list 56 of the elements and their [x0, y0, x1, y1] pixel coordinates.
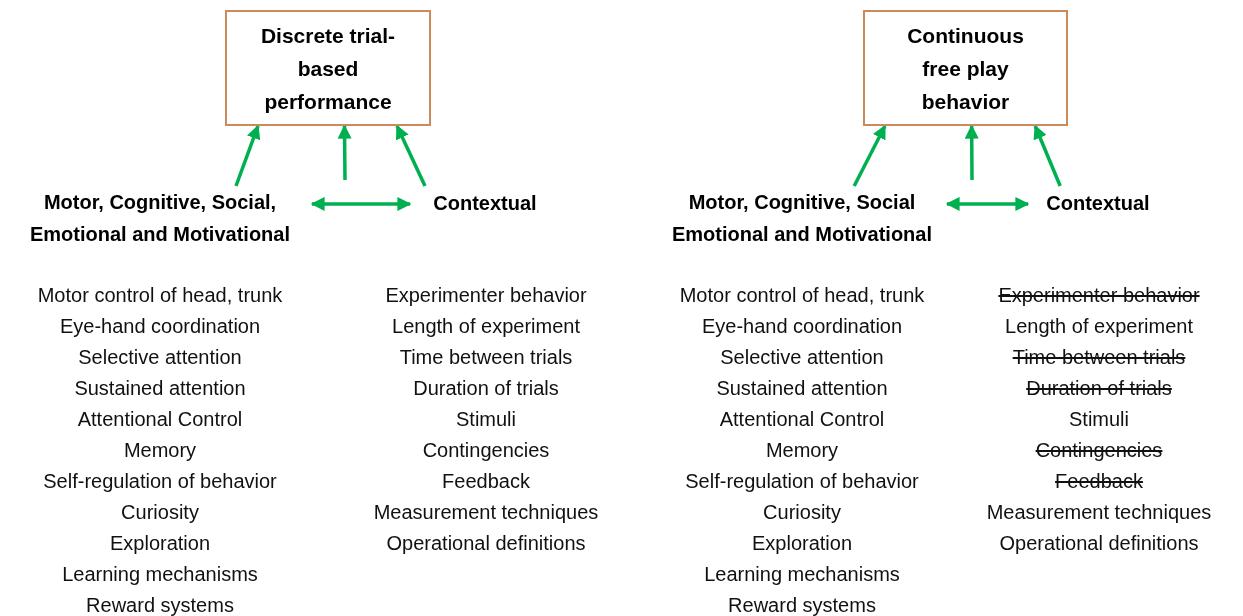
list-item: Experimenter behavior [385, 283, 587, 308]
double-arrow [310, 196, 412, 211]
list-item: Attentional Control [77, 407, 243, 432]
list-item: Exploration [751, 531, 853, 556]
list-item: Exploration [109, 531, 211, 556]
list-item: Length of experiment [1005, 314, 1193, 339]
factor-heading: Motor, Cognitive, Social, Emotional and Motivational [29, 190, 291, 247]
list-item: Memory [123, 438, 197, 463]
arrow [337, 124, 352, 180]
struck-out-item: Duration of trials [1026, 376, 1172, 401]
arrow [395, 124, 427, 187]
list-item: Length of experiment [392, 314, 580, 339]
list-item: Motor control of head, trunk [679, 283, 925, 308]
outcome-box [863, 10, 1068, 126]
arrow [1033, 124, 1062, 187]
list-item: Reward systems [86, 593, 234, 616]
struck-out-item: Experimenter behavior [998, 283, 1200, 308]
list-item: Learning mechanisms [62, 562, 258, 587]
factor-heading: Contextual [1046, 191, 1150, 216]
list-item: Feedback [442, 469, 530, 494]
list-item: Contingencies [422, 438, 550, 463]
list-item: Self-regulation of behavior [685, 469, 919, 494]
list-item: Measurement techniques [986, 500, 1212, 525]
list-item: Time between trials [399, 345, 573, 370]
list-item: Attentional Control [719, 407, 885, 432]
list-item: Sustained attention [74, 376, 246, 401]
struck-out-item: Contingencies [1035, 438, 1163, 463]
double-arrow [945, 196, 1030, 211]
list-item: Reward systems [728, 593, 876, 616]
list-item: Eye-hand coordination [701, 314, 903, 339]
outcome-box [225, 10, 431, 126]
list-item: Curiosity [763, 500, 841, 525]
list-item: Selective attention [78, 345, 242, 370]
list-item: Duration of trials [413, 376, 559, 401]
box-title: Continuous free play behavior [906, 22, 1025, 115]
list-item: Curiosity [121, 500, 199, 525]
list-item: Selective attention [720, 345, 884, 370]
list-item: Operational definitions [999, 531, 1199, 556]
list-item: Sustained attention [716, 376, 888, 401]
arrow [234, 124, 261, 187]
list-item: Stimuli [456, 407, 516, 432]
list-item: Operational definitions [386, 531, 586, 556]
list-item: Stimuli [1069, 407, 1129, 432]
struck-out-item: Time between trials [1012, 345, 1186, 370]
box-title: Discrete trial-based performance [259, 22, 397, 115]
struck-out-item: Feedback [1055, 469, 1143, 494]
list-item: Motor control of head, trunk [37, 283, 283, 308]
list-item: Memory [765, 438, 839, 463]
list-item: Measurement techniques [373, 500, 599, 525]
list-item: Eye-hand coordination [59, 314, 261, 339]
factor-heading: Contextual [433, 191, 537, 216]
list-item: Self-regulation of behavior [43, 469, 277, 494]
factor-heading: Motor, Cognitive, Social Emotional and Motivational [671, 190, 933, 247]
list-item: Learning mechanisms [704, 562, 900, 587]
arrow [852, 124, 887, 187]
arrow [964, 124, 979, 180]
